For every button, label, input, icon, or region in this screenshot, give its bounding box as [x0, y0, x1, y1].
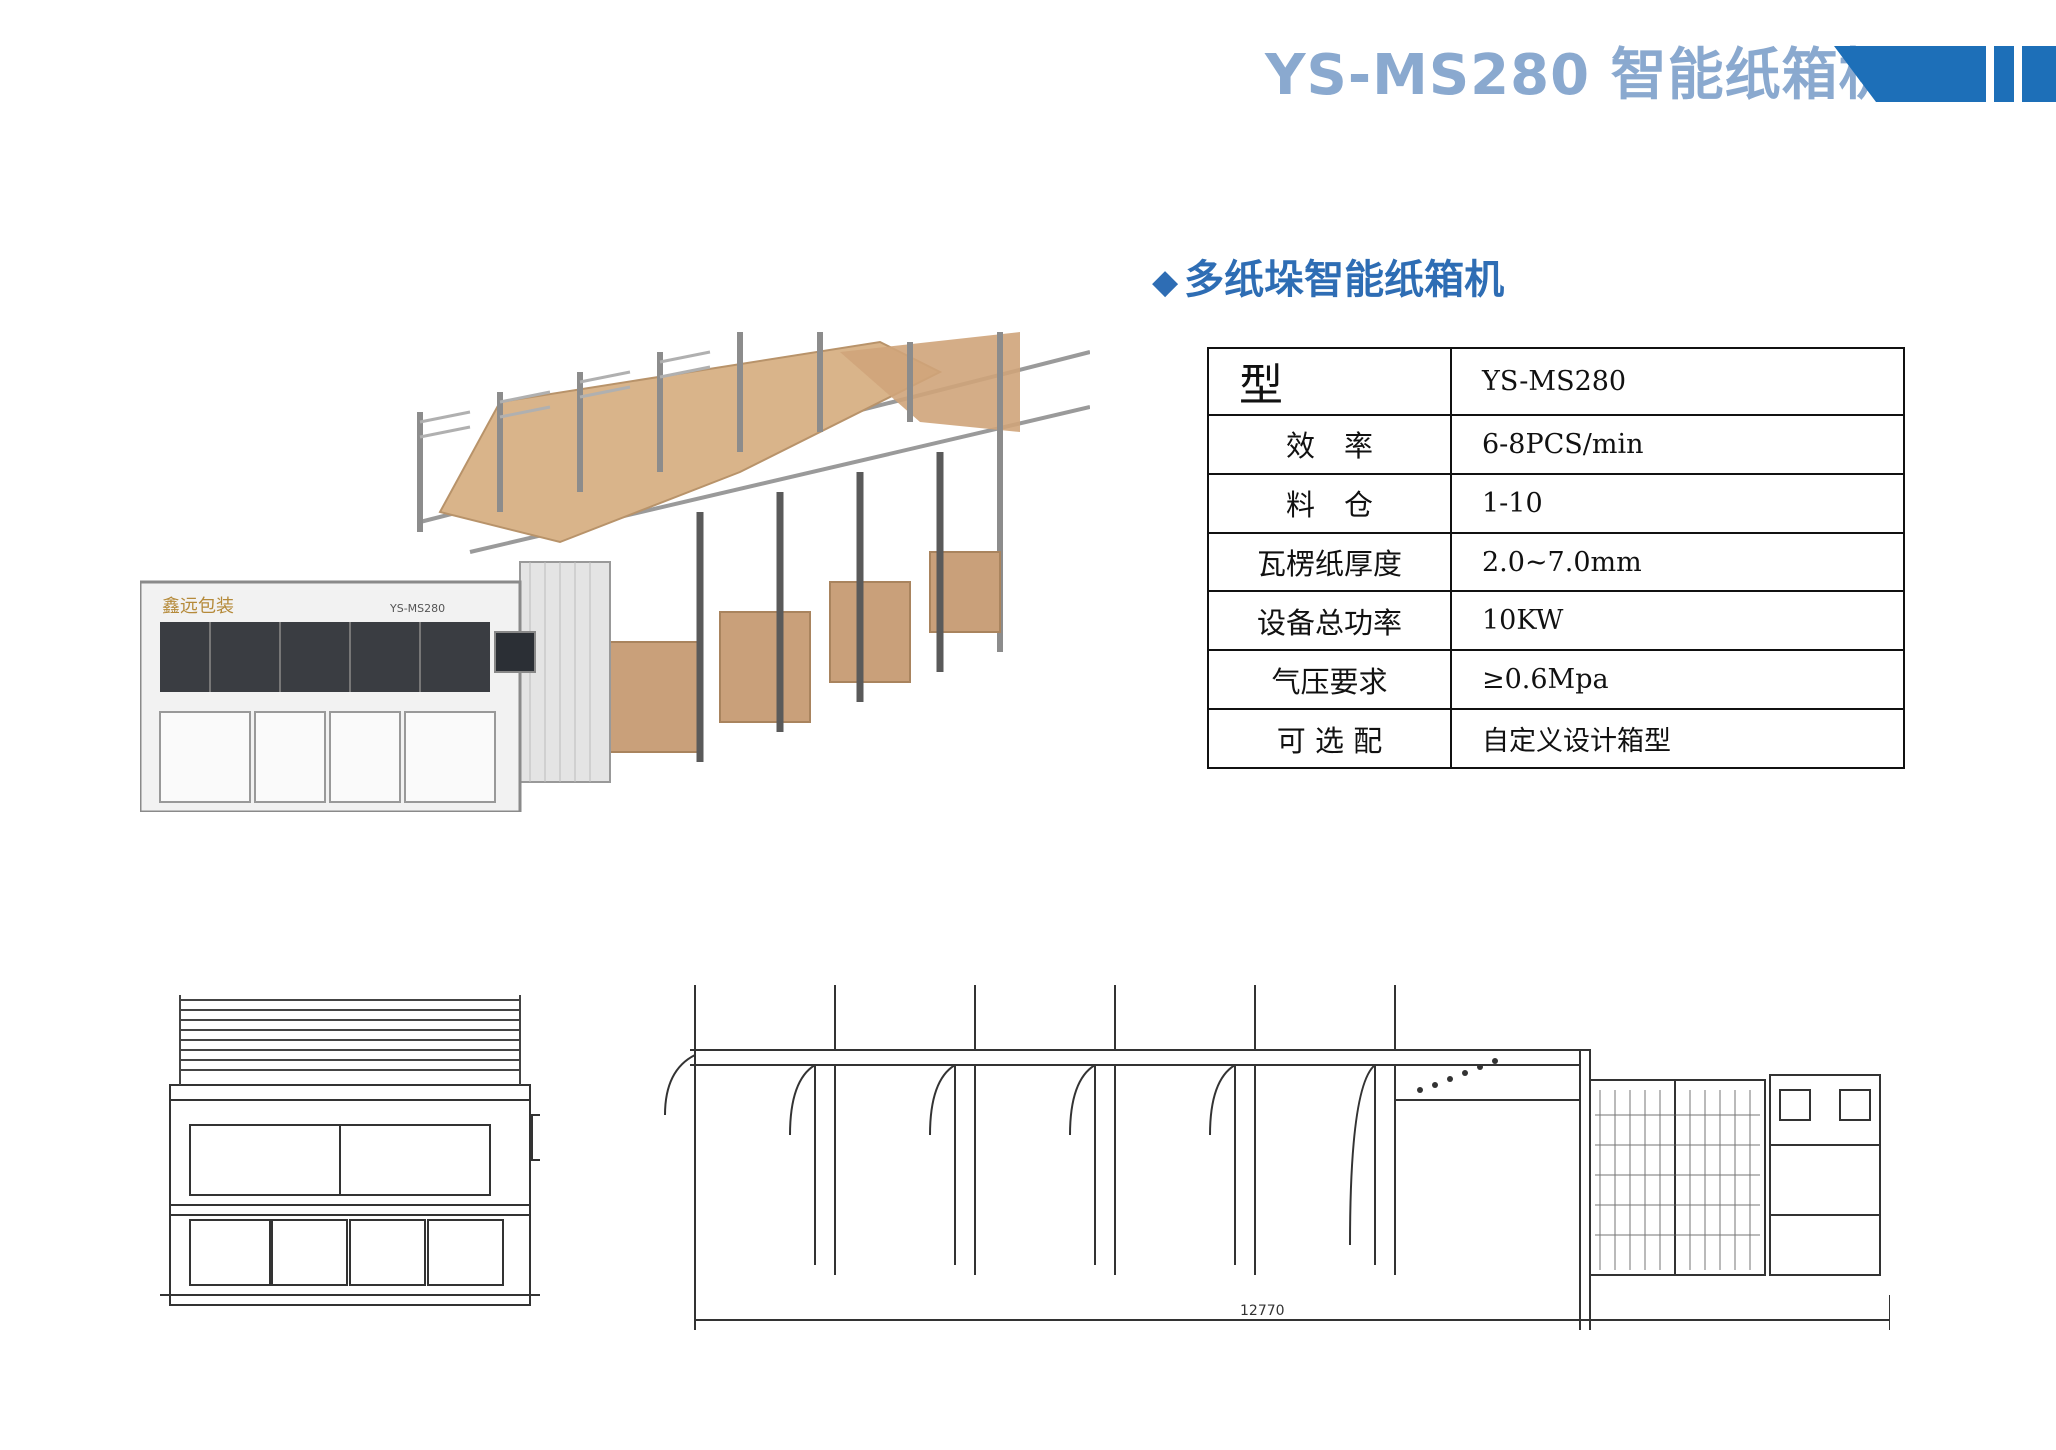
spec-label: 效 率 — [1207, 413, 1452, 475]
side-view-drawing — [160, 995, 540, 1306]
section-heading-text: 多纸垛智能纸箱机 — [1184, 257, 1505, 303]
diamond-bullet-icon: ◆ — [1152, 262, 1179, 302]
table-row: 料 仓 1-10 — [1207, 472, 1905, 534]
table-row: 型 YS-MS280 — [1207, 347, 1905, 416]
section-heading: ◆多纸垛智能纸箱机 — [1152, 252, 1504, 308]
spec-label: 可 选 配 — [1207, 708, 1452, 769]
spec-value: 1-10 — [1450, 472, 1905, 534]
header-decoration — [1834, 46, 2056, 102]
dimension-label: 12770 — [1240, 1303, 1285, 1319]
spec-label: 瓦楞纸厚度 — [1207, 531, 1452, 593]
table-row: 气压要求 ≥0.6Mpa — [1207, 649, 1905, 711]
spec-label: 气压要求 — [1207, 649, 1452, 711]
table-row: 瓦楞纸厚度 2.0~7.0mm — [1207, 531, 1905, 593]
model-label: YS-MS280 — [389, 602, 445, 615]
spec-value: ≥0.6Mpa — [1450, 649, 1905, 711]
page-title: YS-MS280 智能纸箱机 — [1265, 43, 1896, 108]
table-row: 可 选 配 自定义设计箱型 — [1207, 708, 1905, 769]
spec-value: 自定义设计箱型 — [1450, 708, 1905, 769]
spec-label: 料 仓 — [1207, 472, 1452, 534]
table-row: 效 率 6-8PCS/min — [1207, 413, 1905, 475]
brand-label: 鑫远包装 — [162, 596, 234, 617]
spec-value: 10KW — [1450, 590, 1905, 652]
spec-value: 6-8PCS/min — [1450, 413, 1905, 475]
spec-value: YS-MS280 — [1450, 347, 1905, 416]
spec-label: 设备总功率 — [1207, 590, 1452, 652]
table-row: 设备总功率 10KW — [1207, 590, 1905, 652]
spec-value: 2.0~7.0mm — [1450, 531, 1905, 593]
spec-table: 型 YS-MS280 效 率 6-8PCS/min 料 仓 1-10 瓦楞纸厚度… — [1207, 347, 1905, 769]
front-view-drawing: 12770 — [664, 985, 1890, 1330]
spec-label: 型 — [1207, 347, 1452, 416]
machine-photo: 鑫远包装 YS-MS280 — [140, 332, 1090, 812]
